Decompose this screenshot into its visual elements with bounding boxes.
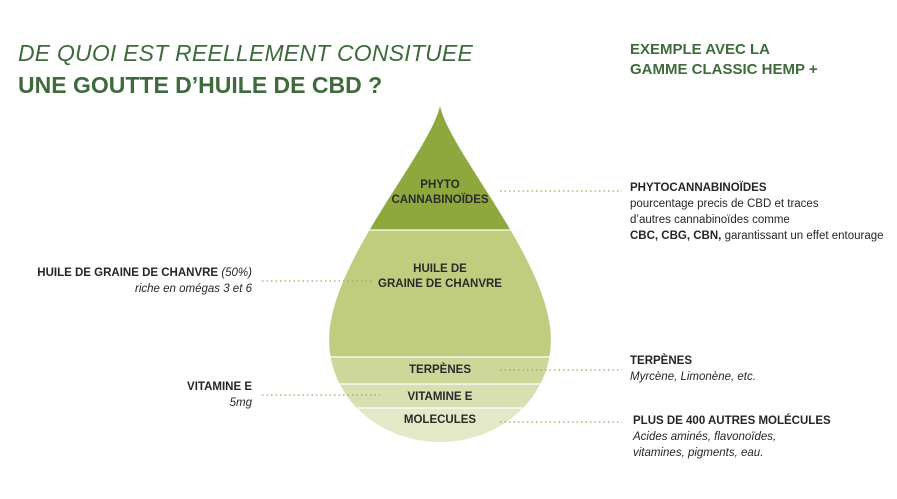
example-line-1: EXEMPLE AVEC LA xyxy=(630,41,771,58)
drop-label-huile: HUILE DE GRAINE DE CHANVRE xyxy=(378,263,502,290)
annotation-vitamine: VITAMINE E 5mg xyxy=(187,381,252,409)
annotation-huile: HUILE DE GRAINE DE CHANVRE (50%) riche e… xyxy=(37,267,252,295)
annotation-terpenes: TERPÈNES Myrcène, Limonène, etc. xyxy=(630,355,756,383)
leader-lines xyxy=(262,190,622,423)
annotation-molecules: PLUS DE 400 AUTRES MOLÉCULES Acides amin… xyxy=(633,415,831,459)
drop-label-phyto: PHYTO CANNABINOÏDES xyxy=(391,179,489,206)
annotation-phyto: PHYTOCANNABINOÏDES pourcentage precis de… xyxy=(630,182,884,242)
title-line-1: DE QUOI EST REELLEMENT CONSITUEE xyxy=(18,40,473,66)
title-line-2: UNE GOUTTE D’HUILE DE CBD ? xyxy=(18,72,383,98)
example-line-2: GAMME CLASSIC HEMP + xyxy=(630,61,818,78)
drop-label-molecules: MOLECULES xyxy=(403,414,477,426)
band-vitamine xyxy=(329,384,551,408)
band-phyto xyxy=(329,106,551,230)
drop-label-terpenes: TERPÈNES xyxy=(409,364,471,376)
band-huile xyxy=(329,230,551,357)
drop-label-vitamine: VITAMINE E xyxy=(407,391,473,403)
